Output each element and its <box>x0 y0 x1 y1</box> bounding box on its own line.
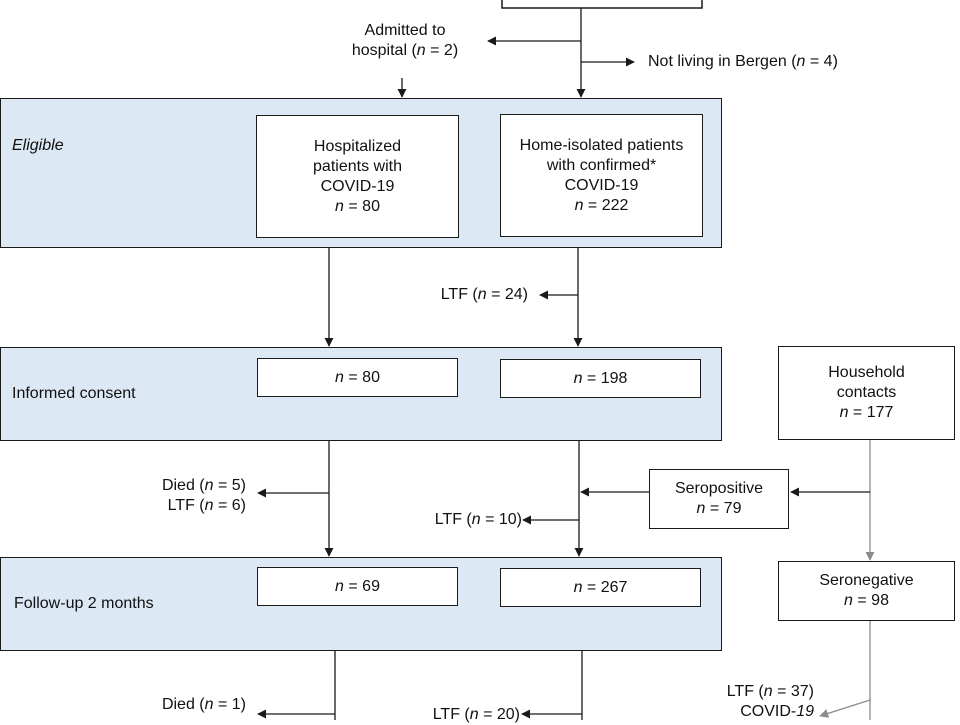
seronegative-label: Seronegative <box>819 572 914 589</box>
box-seronegative: Seronegative n = 98 <box>778 561 955 621</box>
hospitalized-line3: COVID-19 <box>320 177 395 195</box>
home-isolated-line1: Home-isolated patients <box>519 136 684 154</box>
hospitalized-consent-count: n = 80 <box>335 368 380 386</box>
ltf-37: LTF (n = 37) <box>726 683 814 700</box>
home-followup-count: n = 267 <box>573 578 628 596</box>
home-consent-count: n = 198 <box>573 369 628 387</box>
stage-label-informed-consent: Informed consent <box>12 385 136 402</box>
household-line1: Household <box>828 364 905 381</box>
ltf-24-note: LTF (n = 24) <box>440 286 528 303</box>
home-isolated-line2: with confirmed* <box>546 156 657 174</box>
died-1-note: Died (n = 1) <box>161 696 246 713</box>
seronegative-count: n = 98 <box>844 592 889 609</box>
top-box <box>501 0 703 9</box>
ltf-6: LTF (n = 6) <box>167 497 246 514</box>
hospitalized-line2: patients with <box>313 157 402 175</box>
hospitalized-followup-count: n = 69 <box>335 577 380 595</box>
stage-label-eligible: Eligible <box>12 137 64 154</box>
box-home-consent: n = 198 <box>500 359 701 398</box>
box-household-contacts: Household contacts n = 177 <box>778 346 955 440</box>
stage-label-followup: Follow-up 2 months <box>14 595 154 612</box>
died-ltf-note-1: Died (n = 5) LTF (n = 6) <box>130 476 246 516</box>
home-isolated-count: n = 222 <box>574 196 629 214</box>
ltf-37-reason: COVID-19 <box>740 703 814 720</box>
home-isolated-line3: COVID-19 <box>564 176 639 194</box>
hospitalized-line1: Hospitalized <box>313 137 402 155</box>
seropositive-count: n = 79 <box>696 500 742 517</box>
household-count: n = 177 <box>839 404 894 421</box>
admitted-line2: hospital (n = 2) <box>351 42 459 59</box>
ltf-10-note: LTF (n = 10) <box>434 511 522 528</box>
box-seropositive: Seropositive n = 79 <box>649 469 789 529</box>
died-5: Died (n = 5) <box>161 477 246 494</box>
box-hospitalized-eligible: Hospitalized patients with COVID-19 n = … <box>256 115 459 238</box>
admitted-line1: Admitted to <box>364 22 446 39</box>
hospitalized-count: n = 80 <box>335 197 380 215</box>
arrow-ltf-37 <box>819 699 871 718</box>
box-home-isolated-eligible: Home-isolated patients with confirmed* C… <box>500 114 703 237</box>
household-line2: contacts <box>836 384 897 401</box>
box-hospitalized-followup: n = 69 <box>257 567 458 606</box>
ltf-20-note: LTF (n = 20) <box>432 706 520 723</box>
box-home-followup: n = 267 <box>500 568 701 607</box>
ltf-37-note: LTF (n = 37) COVID-19 <box>690 682 814 722</box>
not-living-note: Not living in Bergen (n = 4) <box>648 53 838 70</box>
box-hospitalized-consent: n = 80 <box>257 358 458 397</box>
seropositive-label: Seropositive <box>674 480 764 497</box>
admitted-note: Admitted to hospital (n = 2) <box>340 21 470 61</box>
